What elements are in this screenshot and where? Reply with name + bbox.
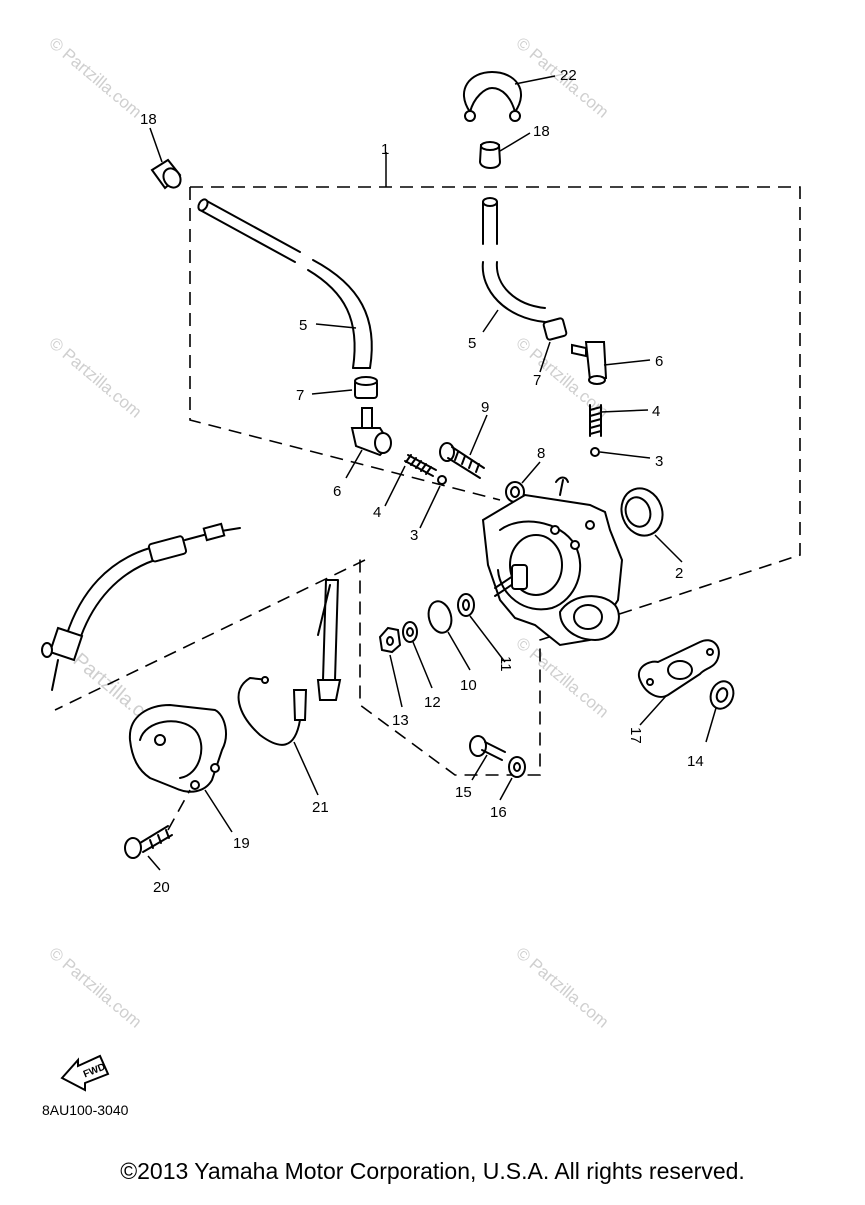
watermark: © Partzilla.com (45, 334, 145, 422)
sensor-21 (237, 579, 342, 796)
callout-10: 10 (460, 677, 477, 694)
elbow-6-right (571, 341, 651, 385)
bolt-20 (124, 789, 191, 871)
throttle-cable (41, 522, 241, 691)
hose-5-left (197, 198, 373, 369)
callout-8: 8 (537, 445, 545, 462)
spring-4-right (589, 404, 649, 437)
callout-4: 4 (373, 504, 381, 521)
nut-13 (378, 626, 403, 708)
grommet-8 (505, 461, 541, 503)
bolt-9 (439, 414, 488, 479)
hose-5-right (481, 197, 546, 333)
fwd-arrow-icon: FWD (60, 1054, 110, 1092)
callout-18: 18 (140, 111, 157, 128)
ball-3-left (437, 475, 447, 485)
callout-13: 13 (392, 712, 409, 729)
bolt-15 (469, 735, 506, 781)
spring-4-left (384, 454, 437, 507)
callout-7: 7 (533, 372, 541, 389)
watermark: © Partzilla.com (512, 944, 612, 1032)
oil-pump-body (481, 476, 624, 647)
ball-3-right (590, 447, 600, 457)
callout-21: 21 (312, 799, 329, 816)
washer-12 (402, 621, 433, 689)
callout-3: 3 (655, 453, 663, 470)
washer-16 (499, 756, 526, 801)
watermark: © Partzilla.com (45, 34, 145, 122)
callout-11: 11 (497, 656, 514, 672)
callout-6: 6 (333, 483, 341, 500)
callout-6: 6 (655, 353, 663, 370)
part-code: 8AU100-3040 (42, 1102, 129, 1118)
callout-2: 2 (675, 565, 683, 582)
callout-17: 17 (627, 727, 644, 744)
callout-15: 15 (455, 784, 472, 801)
callout-numbers: 1 2 3 3 4 4 5 5 6 6 7 7 8 9 10 11 12 13 … (140, 67, 704, 896)
callout-14: 14 (687, 753, 704, 770)
callout-4: 4 (652, 403, 660, 420)
o-ring-14 (705, 680, 735, 743)
copyright-notice: ©2013 Yamaha Motor Corporation, U.S.A. A… (120, 1158, 745, 1184)
cover-19 (128, 703, 233, 833)
collar-7-right (539, 317, 568, 373)
callout-12: 12 (424, 694, 441, 711)
callout-7: 7 (296, 387, 304, 404)
callout-16: 16 (490, 804, 507, 821)
callout-3: 3 (410, 527, 418, 544)
pulley-10 (427, 600, 471, 671)
watermark: © Partzilla.com (45, 944, 145, 1032)
gasket-17 (637, 639, 720, 726)
washer-11 (457, 593, 506, 663)
callout-19: 19 (233, 835, 250, 852)
callout-18: 18 (533, 123, 550, 140)
clip-22 (463, 71, 556, 122)
elbow-6-left (345, 407, 392, 479)
oil-seal-2 (620, 487, 683, 563)
collar-7-left (311, 376, 378, 399)
callout-1: 1 (381, 141, 389, 158)
callout-9: 9 (481, 399, 489, 416)
callout-22: 22 (560, 67, 577, 84)
collar-18-right (478, 132, 531, 169)
watermark: © Partzilla.com (512, 634, 612, 722)
callout-5: 5 (299, 317, 307, 334)
collar-18-left (149, 127, 182, 190)
callout-5: 5 (468, 335, 476, 352)
assembly-outline (54, 152, 801, 776)
callout-20: 20 (153, 879, 170, 896)
